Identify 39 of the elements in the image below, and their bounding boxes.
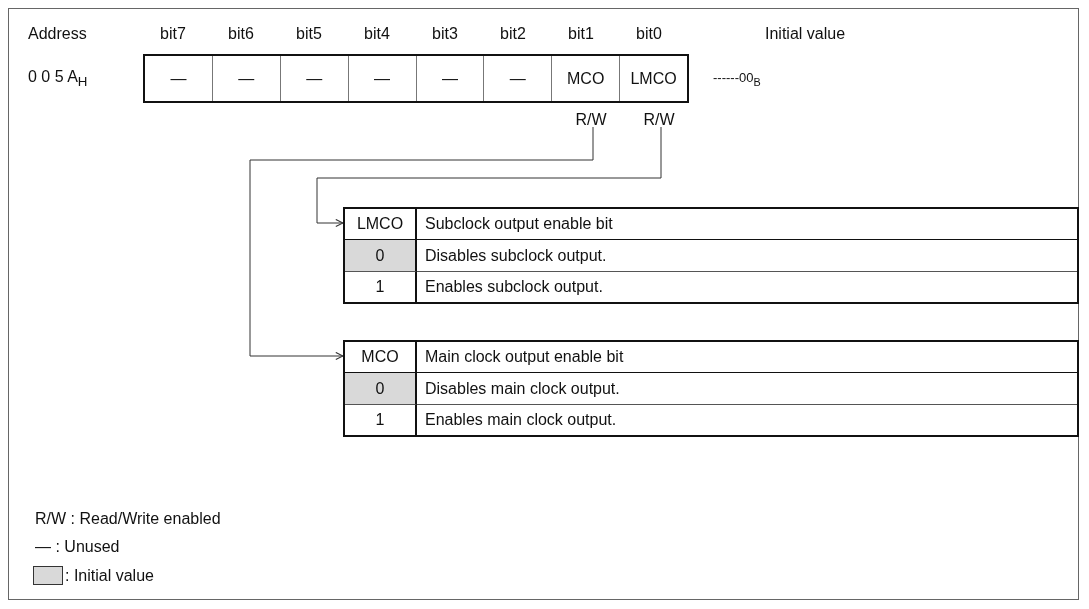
bit-field-name: —	[509, 69, 526, 88]
legend-text: — : Unused	[35, 538, 120, 556]
leader-line	[249, 126, 594, 361]
table-cell: 0	[345, 240, 417, 271]
register-address: 0 0 5 A$_{H}$	[28, 68, 88, 90]
legend-text: R/W : Read/Write enabled	[35, 510, 221, 528]
bit-label: bit1	[568, 25, 594, 43]
table-cell-text: Disables subclock output.	[424, 245, 608, 266]
table-cell: 1	[345, 404, 417, 435]
table-cell: Enables subclock output.	[417, 271, 1077, 302]
bit-description-table	[343, 340, 1079, 437]
table-header-cell: Main clock output enable bit	[417, 342, 1077, 373]
table-cell: Enables main clock output.	[417, 404, 1077, 435]
bit-label: bit0	[636, 25, 662, 43]
bit-label: bit2	[500, 25, 526, 43]
bit-label: bit6	[228, 25, 254, 43]
table-header-cell: Subclock output enable bit	[417, 209, 1077, 240]
access-label: R/W	[636, 111, 682, 129]
table-cell-text: Disables main clock output.	[424, 378, 621, 399]
bit-description-table	[343, 207, 1079, 304]
bit-field-name: —	[170, 69, 187, 88]
bit-field-name: LMCO	[630, 69, 677, 88]
table-cell: 1	[345, 271, 417, 302]
bit-field-name: —	[306, 69, 323, 88]
bit-label: bit4	[364, 25, 390, 43]
bit-label: bit5	[296, 25, 322, 43]
bit-field-name: —	[374, 69, 391, 88]
legend-text: : Initial value	[65, 566, 154, 585]
bit-label: bit3	[432, 25, 458, 43]
initial-value-text: ------00$_{B}$	[713, 70, 761, 88]
column-heading: Initial value	[765, 25, 846, 43]
table-cell: 0	[345, 373, 417, 404]
access-label: R/W	[568, 111, 614, 129]
column-heading: Address	[28, 25, 87, 43]
bit-field-name: —	[238, 69, 255, 88]
bit-field-name: —	[441, 69, 458, 88]
bit-label: bit7	[160, 25, 186, 43]
leader-line	[316, 126, 662, 228]
bit-field-name: MCO	[567, 69, 605, 88]
